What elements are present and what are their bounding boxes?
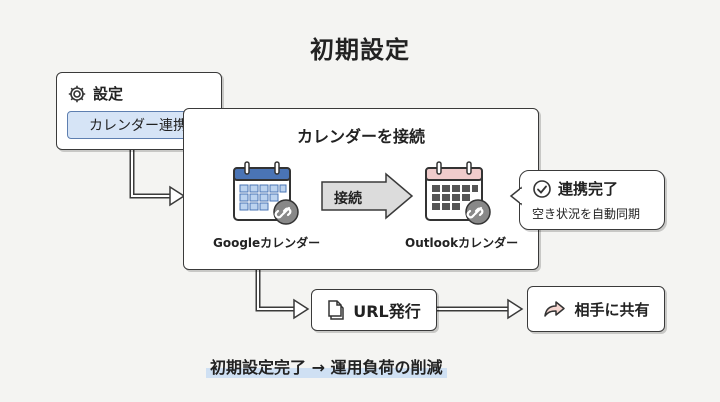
complete-title: 連携完了 [558, 180, 619, 198]
settings-to-main-arrow [129, 150, 172, 199]
callout-pointer [509, 186, 523, 206]
connect-label: 接続 [334, 191, 362, 207]
link-complete-callout: 連携完了 空き状況を自動同期 [519, 170, 665, 230]
outlook-calendar-icon[interactable] [422, 160, 496, 228]
share-arrow-icon [542, 299, 566, 319]
connect-arrow [320, 172, 414, 220]
share-label: 相手に共有 [574, 300, 650, 319]
outlook-calendar-label: Outlookカレンダー [405, 236, 519, 250]
footer-summary: 初期設定完了 → 運用負荷の削減 [206, 354, 447, 378]
url-label: URL発行 [353, 302, 421, 321]
main-to-url-arrow [255, 268, 296, 312]
settings-header: 設定 [67, 83, 123, 104]
google-calendar-label: Googleカレンダー [213, 236, 321, 250]
share-button[interactable]: 相手に共有 [527, 286, 665, 332]
complete-subtitle: 空き状況を自動同期 [532, 207, 641, 221]
page-title: 初期設定 [310, 36, 410, 64]
connect-title: カレンダーを接続 [296, 127, 425, 146]
gear-icon [67, 84, 87, 104]
check-circle-icon [532, 179, 552, 199]
google-calendar-icon[interactable] [230, 160, 304, 228]
complete-header: 連携完了 [532, 178, 618, 199]
issue-url-button[interactable]: URL発行 [311, 289, 437, 331]
settings-heading: 設定 [93, 85, 124, 103]
document-icon [327, 299, 345, 321]
